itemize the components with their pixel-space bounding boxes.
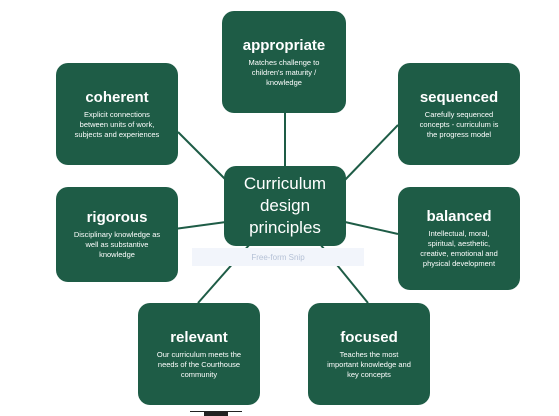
node-title: focused bbox=[340, 328, 398, 346]
node-focused: focused Teaches the most important knowl… bbox=[308, 303, 430, 405]
node-description: Carefully sequenced concepts - curriculu… bbox=[419, 109, 499, 139]
node-description: Our curriculum meets the needs of the Co… bbox=[156, 349, 242, 379]
node-title: rigorous bbox=[86, 209, 148, 226]
node-title: coherent bbox=[85, 88, 149, 106]
node-description: Intellectual, moral, spiritual, aestheti… bbox=[420, 229, 498, 268]
node-title: appropriate bbox=[242, 36, 326, 54]
node-description: Teaches the most important knowledge and… bbox=[327, 349, 411, 379]
snip-overlay-label: Free-form Snip bbox=[192, 248, 364, 266]
node-sequenced: sequenced Carefully sequenced concepts -… bbox=[398, 63, 520, 165]
node-description: Explicit connections between units of wo… bbox=[74, 109, 160, 139]
node-coherent: coherent Explicit connections between un… bbox=[56, 63, 178, 165]
connector-coherent bbox=[177, 131, 229, 183]
snip-cursor-mark bbox=[190, 409, 242, 416]
connector-sequenced bbox=[342, 124, 399, 183]
node-balanced: balanced Intellectual, moral, spiritual,… bbox=[398, 187, 520, 290]
center-node: Curriculum design principles bbox=[224, 166, 346, 246]
node-rigorous: rigorous Disciplinary knowledge as well … bbox=[56, 187, 178, 282]
node-description: Disciplinary knowledge as well as substa… bbox=[73, 230, 161, 259]
node-appropriate: appropriate Matches challenge to childre… bbox=[222, 11, 346, 113]
node-description: Matches challenge to children's maturity… bbox=[248, 57, 320, 87]
node-relevant: relevant Our curriculum meets the needs … bbox=[138, 303, 260, 405]
node-title: balanced bbox=[426, 208, 492, 225]
node-title: sequenced bbox=[419, 88, 499, 106]
connector-balanced bbox=[344, 221, 399, 235]
node-title: relevant bbox=[170, 328, 228, 346]
